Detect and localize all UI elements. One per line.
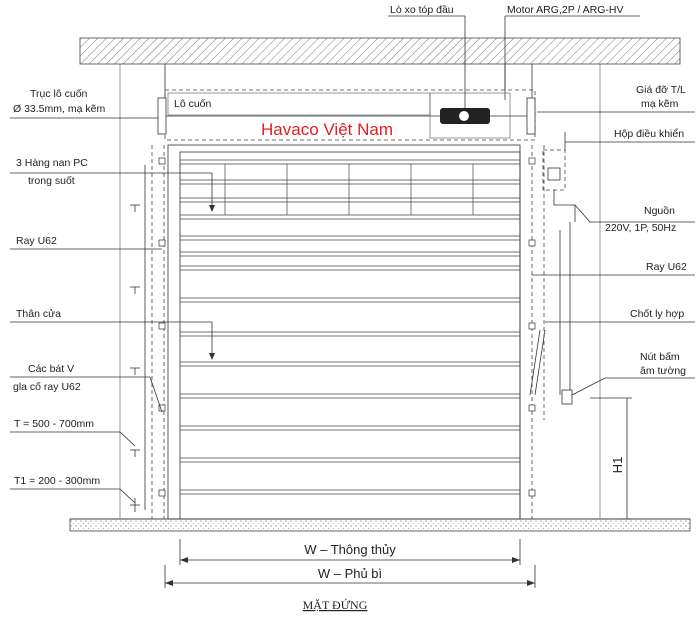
label-power: Nguồn — [644, 205, 675, 217]
brand-label: Havaco Việt Nam — [261, 120, 393, 139]
wall-button — [561, 389, 573, 405]
w-cover-label: W – Phủ bì — [318, 566, 382, 581]
h1-label: H1 — [610, 457, 625, 474]
label-door-body: Thân cửa — [16, 308, 61, 320]
label-wall-button: Nút bấm — [640, 351, 680, 363]
label-rail-right: Ray U62 — [646, 261, 687, 273]
label-roller: Lô cuốn — [174, 98, 212, 110]
label-clutch: Chốt ly hợp — [630, 308, 684, 320]
ceiling-slab — [79, 37, 681, 65]
label-t1-range: T1 = 200 - 300mm — [14, 475, 100, 487]
w-clear-label: W – Thông thủy — [304, 542, 396, 557]
label-bracket-spec: mạ kẽm — [641, 98, 679, 110]
label-bracket: Giá đỡ T/L — [636, 84, 686, 96]
door-slats — [180, 159, 520, 495]
label-t-range: T = 500 - 700mm — [14, 418, 94, 430]
floor-slab — [69, 518, 691, 532]
label-pc-rows: 3 Hàng nan PC — [16, 157, 88, 169]
label-v-brackets-2: gla cố ray U62 — [13, 381, 81, 393]
label-spring: Lò xo tóp đầu — [390, 4, 454, 16]
drawing-title: MẶT ĐỨNG — [303, 598, 368, 612]
label-wall-button-2: âm tường — [640, 365, 686, 377]
label-axle-spec: Ø 33.5mm, mạ kẽm — [13, 103, 105, 115]
label-power-spec: 220V, 1P, 50Hz — [605, 222, 676, 234]
label-rail-left: Ray U62 — [16, 235, 57, 247]
label-axle: Trục lô cuốn — [30, 88, 88, 100]
label-control-box: Hộp điều khiển — [614, 128, 684, 140]
label-pc-rows-2: trong suốt — [28, 175, 75, 187]
label-v-brackets: Các bát V — [28, 363, 74, 375]
label-motor: Motor ARG,2P / ARG-HV — [507, 4, 624, 16]
